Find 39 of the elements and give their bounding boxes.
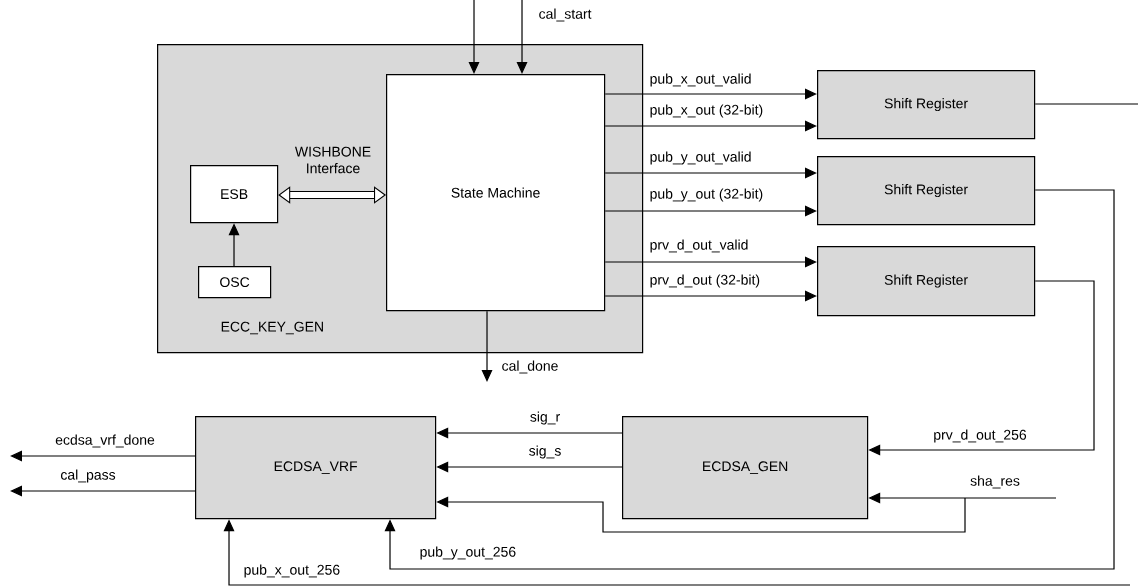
edge-label: prv_d_out_valid	[650, 239, 748, 253]
arrow	[604, 120, 817, 132]
arrow	[10, 450, 196, 462]
arrow	[604, 167, 817, 179]
edge-label: cal_pass	[60, 469, 116, 483]
edge-label: pub_y_out (32-bit)	[650, 188, 763, 202]
edge-label: sig_s	[529, 445, 561, 459]
process-box: ECDSA_GEN	[622, 416, 869, 520]
edge-label: pub_y_out_valid	[650, 151, 751, 165]
arrow	[468, 0, 480, 74]
process-box: Shift Register	[817, 246, 1036, 317]
edge-label: sha_res	[970, 475, 1020, 489]
double-arrow	[278, 186, 386, 204]
arrow	[481, 310, 493, 382]
arrow	[604, 205, 817, 217]
edge-label: prv_d_out_256	[934, 429, 1027, 443]
process-box: State Machine	[386, 74, 606, 312]
arrow	[384, 189, 1115, 570]
process-box: Shift Register	[817, 70, 1036, 140]
edge-label: pub_y_out_256	[420, 546, 516, 560]
process-box: ECDSA_VRF	[195, 416, 437, 520]
arrow	[604, 88, 817, 100]
edge-label: cal_start	[539, 8, 592, 22]
edge-label: pub_x_out_256	[244, 564, 340, 578]
process-box: ESB	[190, 165, 279, 224]
arrow	[604, 290, 817, 302]
edge-label: ecdsa_vrf_done	[55, 434, 155, 448]
arrow	[604, 256, 817, 268]
process-box: OSC	[198, 266, 272, 299]
edge-label: pub_x_out (32-bit)	[650, 104, 763, 118]
arrow	[516, 0, 528, 74]
edge-label: pub_x_out_valid	[650, 73, 751, 87]
signal-line	[1034, 103, 1138, 105]
edge-label: WISHBONE Interface	[294, 146, 371, 174]
process-box: Shift Register	[817, 156, 1036, 226]
edge-label: prv_d_out (32-bit)	[650, 274, 760, 288]
edge-label: sig_r	[530, 411, 560, 425]
arrow	[10, 485, 196, 497]
edge-label: cal_done	[502, 360, 558, 374]
